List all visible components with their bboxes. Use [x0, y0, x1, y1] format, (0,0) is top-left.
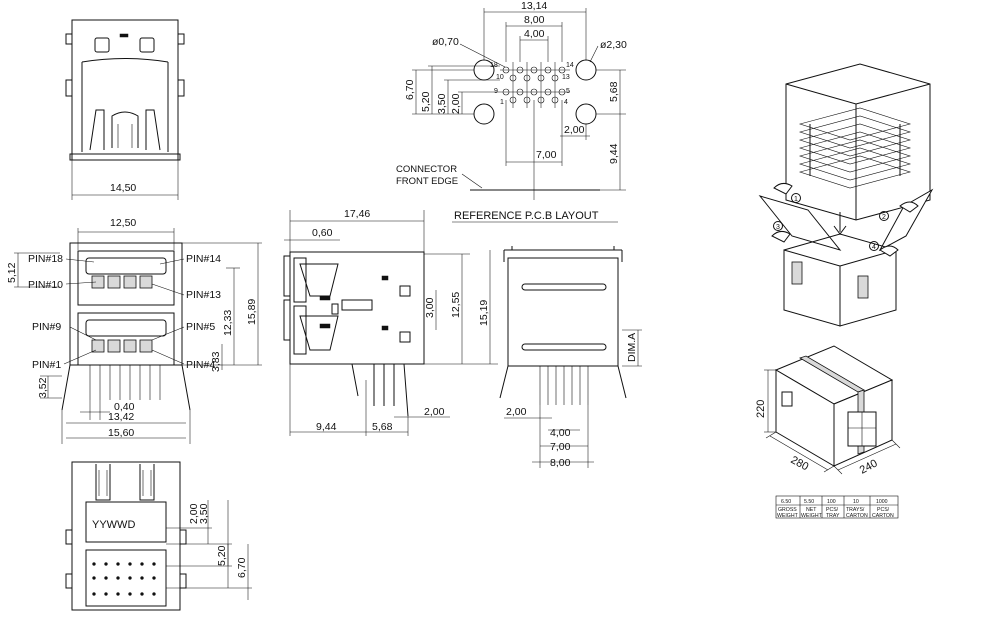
table-label-pcs-carton-2: CARTON — [872, 513, 894, 519]
table-label-pcs-tray-1: PCS/ — [826, 507, 839, 513]
pin-label-10: PIN#10 — [28, 279, 63, 291]
dim-12-33: 12,33 — [222, 310, 234, 336]
table-label-trays-carton-1: TRAYS/ — [846, 507, 865, 513]
table-value-gross: 6.50 — [781, 499, 791, 505]
box-dim-240: 240 — [858, 457, 880, 476]
packaging-closed-box: 220 280 240 — [755, 345, 901, 477]
dim-b-5-20: 5,20 — [216, 545, 228, 566]
step-4: 4 — [872, 244, 876, 251]
dim-b-6-70: 6,70 — [236, 557, 248, 578]
dim-8-00-pcb: 8,00 — [524, 14, 545, 26]
dim-hole-big: ø2,30 — [600, 39, 627, 51]
pin-label-5: PIN#5 — [186, 321, 215, 333]
dim-15-89: 15,89 — [246, 299, 258, 325]
table-label-gross-1: GROSS — [778, 507, 797, 513]
pcb-pin-1: 1 — [500, 99, 504, 106]
pcb-layout: 18 14 10 13 9 5 1 4 13,14 8,00 4,00 ø0,7… — [396, 0, 627, 223]
front-view: 12,50 PIN#18 PIN#10 PIN#14 PIN#13 PIN#9 … — [6, 217, 262, 444]
table-value-trays-carton: 10 — [853, 499, 859, 505]
bottom-view: YYWWD 2,00 3,50 5,20 6,70 — [65, 461, 252, 611]
dim-15-60: 15,60 — [108, 427, 134, 439]
dim-2-00-pcb-left: 2,00 — [450, 93, 462, 114]
dim-2-00-rear: 2,00 — [506, 406, 527, 418]
pin-label-1: PIN#1 — [32, 359, 61, 371]
table-label-trays-carton-2: CARTON — [846, 513, 868, 519]
dim-7-00-pcb: 7,00 — [536, 149, 557, 161]
dim-5-12: 5,12 — [6, 262, 18, 283]
pcb-pin-18: 18 — [490, 62, 498, 69]
dim-14-50: 14,50 — [110, 182, 136, 194]
dim-0-40: 0,40 — [114, 401, 135, 413]
dim-9-44-pcb: 9,44 — [608, 143, 620, 164]
dim-5-20-pcb: 5,20 — [420, 91, 432, 112]
connector-note-line1: CONNECTOR — [396, 164, 457, 175]
side-view: 17,46 0,60 3,00 12,55 15,19 9,44 5,68 2,… — [283, 208, 498, 436]
packaging-table: 6.50 5.50 100 10 1000 GROSS WEIGHT NET W… — [775, 495, 899, 519]
dim-6-70-pcb: 6,70 — [404, 79, 416, 100]
dim-0-60: 0,60 — [312, 227, 333, 239]
front-top-view: 14,50 — [65, 19, 185, 200]
dim-2-00-pcb-mid: 2,00 — [564, 124, 585, 136]
box-dim-220: 220 — [755, 400, 767, 418]
dim-3-52: 3,52 — [37, 377, 49, 398]
pcb-pin-4: 4 — [564, 99, 568, 106]
table-value-pcs-tray: 100 — [827, 499, 836, 505]
date-code-marking: YYWWD — [92, 519, 135, 531]
dim-12-55: 12,55 — [450, 292, 462, 318]
dim-12-50: 12,50 — [110, 217, 136, 229]
table-label-net-1: NET — [806, 507, 817, 513]
dim-b-3-50: 3,50 — [198, 503, 210, 524]
dim-13-42: 13,42 — [108, 411, 134, 423]
pcb-pin-5: 5 — [566, 88, 570, 95]
pcb-pin-9: 9 — [494, 88, 498, 95]
dim-15-19: 15,19 — [478, 300, 490, 326]
pin-label-18: PIN#18 — [28, 253, 63, 265]
dim-5-68-side: 5,68 — [372, 421, 393, 433]
table-label-net-2: WEIGHT — [801, 513, 823, 519]
table-label-pcs-tray-2: TRAY — [826, 513, 840, 519]
dim-13-14: 13,14 — [521, 0, 547, 12]
pcb-pin-10: 10 — [496, 74, 504, 81]
dim-3-83: 3,83 — [210, 351, 222, 372]
step-2: 2 — [882, 214, 886, 221]
table-label-pcs-carton-1: PCS/ — [877, 507, 890, 513]
table-label-gross-2: WEIGHT — [777, 513, 799, 519]
pcb-layout-title: REFERENCE P.C.B LAYOUT — [454, 210, 599, 222]
step-3: 3 — [776, 224, 780, 231]
dim-3-50-pcb: 3,50 — [436, 93, 448, 114]
dim-b-2-00: 2,00 — [188, 503, 200, 524]
pin-label-9: PIN#9 — [32, 321, 61, 333]
dim-9-44-side: 9,44 — [316, 421, 337, 433]
dim-7-00-rear: 7,00 — [550, 441, 571, 453]
box-dim-280: 280 — [789, 454, 811, 473]
table-value-pcs-carton: 1000 — [876, 499, 888, 505]
pin-label-13: PIN#13 — [186, 289, 221, 301]
dim-5-68-pcb: 5,68 — [608, 81, 620, 102]
pin-label-14: PIN#14 — [186, 253, 221, 265]
pcb-pin-14: 14 — [566, 62, 574, 69]
dim-hole-small: ø0,70 — [432, 36, 459, 48]
table-value-net: 5.50 — [804, 499, 814, 505]
dim-3-00: 3,00 — [424, 297, 436, 318]
dim-8-00-rear: 8,00 — [550, 457, 571, 469]
dim-4-00-pcb: 4,00 — [524, 28, 545, 40]
step-1: 1 — [794, 196, 798, 203]
rear-view: DIM.A 2,00 4,00 7,00 8,00 — [499, 246, 642, 469]
pcb-pin-13: 13 — [562, 74, 570, 81]
connector-note-line2: FRONT EDGE — [396, 176, 458, 187]
dim-a-label: DIM.A — [626, 333, 638, 362]
packaging-open-box: 1 2 3 4 — [758, 63, 934, 327]
dim-17-46: 17,46 — [344, 208, 370, 220]
dim-4-00-rear: 4,00 — [550, 427, 571, 439]
dim-2-00-side: 2,00 — [424, 406, 445, 418]
